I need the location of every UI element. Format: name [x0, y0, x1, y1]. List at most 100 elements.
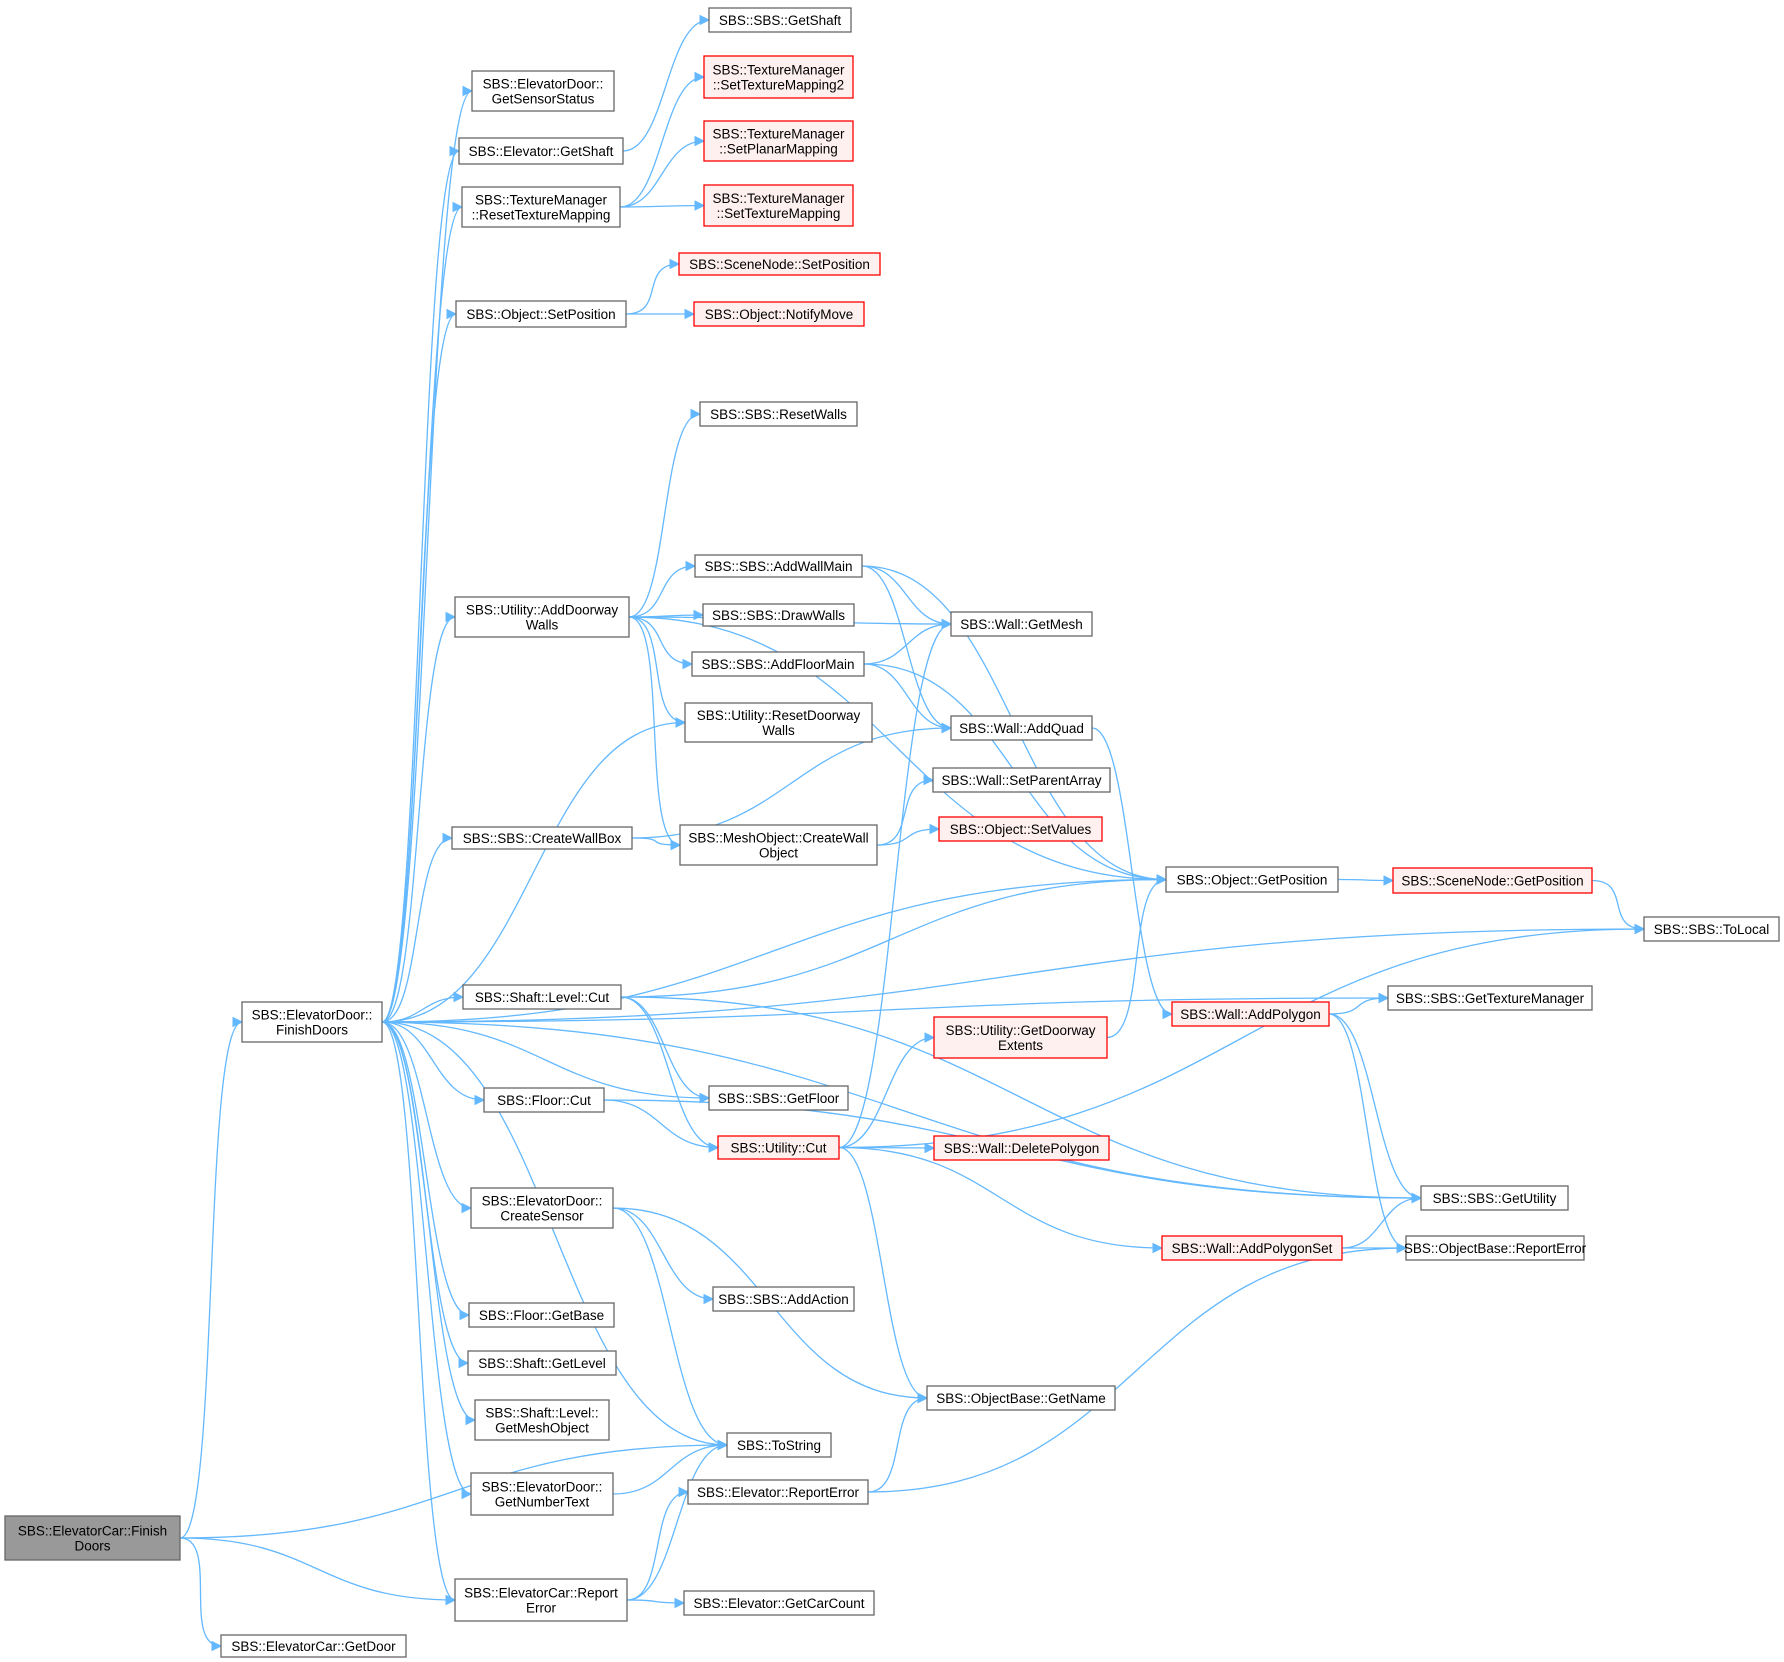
- function-node[interactable]: SBS::Wall::SetParentArray: [932, 767, 1111, 793]
- function-node[interactable]: SBS::Elevator::ReportError: [687, 1479, 869, 1505]
- edge-n2-n17: [381, 1021, 477, 1426]
- function-node[interactable]: SBS::Floor::Cut: [483, 1087, 605, 1113]
- function-node[interactable]: SBS::Shaft::Level::GetMeshObject: [474, 1399, 610, 1441]
- node-label: SBS::SceneNode::SetPosition: [689, 257, 870, 272]
- edge-arrowhead: [449, 145, 461, 157]
- function-node[interactable]: SBS::Utility::Cut: [717, 1135, 840, 1160]
- edge-arrowhead: [924, 1032, 936, 1043]
- function-node[interactable]: SBS::Object::NotifyMove: [693, 301, 865, 327]
- node-label: SBS::Elevator::ReportError: [697, 1485, 860, 1500]
- edge-n10-n28: [628, 616, 694, 670]
- edge-arrowhead: [474, 1094, 486, 1106]
- function-node[interactable]: SBS::SceneNode::GetPosition: [1392, 867, 1593, 894]
- node-label: SBS::MeshObject::CreateWall: [688, 831, 868, 846]
- edge-line: [381, 150, 460, 1023]
- function-node[interactable]: SBS::Wall::DeletePolygon: [933, 1135, 1110, 1161]
- function-node[interactable]: SBS::TextureManager::SetTextureMapping2: [703, 55, 854, 99]
- function-node[interactable]: SBS::ElevatorDoor::FinishDoors: [241, 1001, 383, 1043]
- function-node[interactable]: SBS::SBS::CreateWallBox: [451, 826, 633, 850]
- node-label: SBS::Wall::AddPolygon: [1180, 1007, 1321, 1022]
- node-label: SBS::Object::SetPosition: [466, 307, 615, 322]
- edge-line: [620, 878, 1167, 998]
- function-node[interactable]: SBS::SBS::ToLocal: [1643, 916, 1780, 942]
- function-node[interactable]: SBS::TextureManager::ResetTextureMapping: [461, 186, 621, 228]
- edge-n1-n4: [179, 1537, 457, 1606]
- node-box: [1165, 866, 1339, 893]
- node-box: [708, 1085, 849, 1111]
- function-node[interactable]: SBS::SBS::AddAction: [712, 1286, 855, 1312]
- function-node[interactable]: SBS::Floor::GetBase: [468, 1302, 615, 1328]
- node-label: SBS::Shaft::GetLevel: [478, 1356, 606, 1371]
- function-node[interactable]: SBS::Wall::AddPolygonSet: [1161, 1235, 1343, 1261]
- edge-n2-n6: [381, 85, 474, 1023]
- function-node[interactable]: SBS::SBS::GetUtility: [1420, 1185, 1569, 1211]
- node-label: SBS::SBS::GetUtility: [1433, 1191, 1557, 1206]
- edge-arrowhead: [446, 308, 458, 320]
- function-node[interactable]: SBS::SBS::GetTextureManager: [1387, 985, 1593, 1011]
- edge-arrowhead: [1152, 1242, 1164, 1254]
- node-label: SBS::SBS::AddFloorMain: [701, 657, 854, 672]
- function-node[interactable]: SBS::Wall::GetMesh: [950, 611, 1093, 637]
- edge-layer: [179, 14, 1646, 1652]
- edge-line: [838, 1146, 1163, 1249]
- node-label: SBS::ElevatorCar::Finish: [18, 1524, 167, 1539]
- edge-arrowhead: [694, 71, 706, 83]
- function-node[interactable]: SBS::ElevatorCar::ReportError: [454, 1578, 628, 1622]
- function-node[interactable]: SBS::ElevatorCar::GetDoor: [220, 1634, 407, 1658]
- function-node[interactable]: SBS::ElevatorDoor::GetNumberText: [470, 1472, 614, 1516]
- function-node[interactable]: SBS::ElevatorDoor::GetSensorStatus: [471, 70, 615, 112]
- node-label: SBS::SBS::DrawWalls: [712, 608, 845, 623]
- function-node[interactable]: SBS::SBS::ResetWalls: [699, 401, 858, 427]
- function-node[interactable]: SBS::Shaft::Level::Cut: [462, 984, 622, 1010]
- node-label: SBS::Shaft::Level::: [485, 1406, 598, 1421]
- function-node[interactable]: SBS::ElevatorCar::FinishDoors: [4, 1515, 181, 1561]
- function-node[interactable]: SBS::ObjectBase::GetName: [926, 1385, 1116, 1411]
- edge-line: [620, 996, 719, 1149]
- function-node[interactable]: SBS::SBS::AddWallMain: [694, 554, 863, 578]
- function-node[interactable]: SBS::Object::SetPosition: [455, 300, 627, 328]
- function-node[interactable]: SBS::SBS::GetShaft: [708, 7, 852, 33]
- edge-line: [179, 1444, 728, 1539]
- function-node[interactable]: SBS::TextureManager::SetTextureMapping: [703, 184, 854, 227]
- edge-arrowhead: [1396, 1242, 1408, 1254]
- edge-arrowhead: [669, 258, 681, 270]
- function-node[interactable]: SBS::Object::SetValues: [938, 816, 1103, 842]
- function-node[interactable]: SBS::ElevatorDoor::CreateSensor: [470, 1187, 614, 1229]
- function-node[interactable]: SBS::SBS::DrawWalls: [702, 603, 855, 627]
- node-label: SBS::ObjectBase::GetName: [936, 1391, 1106, 1406]
- edge-arrowhead: [1411, 1192, 1423, 1204]
- node-box: [454, 596, 630, 638]
- function-node[interactable]: SBS::Shaft::GetLevel: [467, 1350, 617, 1376]
- edge-n2-n13: [381, 1021, 486, 1106]
- edge-line: [626, 1444, 728, 1601]
- node-label: ::SetTextureMapping: [717, 206, 841, 221]
- function-node[interactable]: SBS::ObjectBase::ReportError: [1404, 1235, 1587, 1261]
- function-node[interactable]: SBS::Wall::AddQuad: [950, 715, 1093, 741]
- node-box: [932, 767, 1111, 793]
- edge-line: [381, 878, 1167, 1023]
- function-node[interactable]: SBS::Object::GetPosition: [1165, 866, 1339, 893]
- function-node[interactable]: SBS::SBS::GetFloor: [708, 1085, 849, 1111]
- function-node[interactable]: SBS::Elevator::GetShaft: [458, 137, 624, 165]
- node-label: GetNumberText: [495, 1495, 590, 1510]
- function-node[interactable]: SBS::ToString: [726, 1432, 832, 1458]
- edge-arrowhead: [703, 1293, 715, 1305]
- function-node[interactable]: SBS::TextureManager::SetPlanarMapping: [703, 120, 854, 162]
- node-box: [938, 816, 1103, 842]
- function-node[interactable]: SBS::SceneNode::SetPosition: [678, 252, 881, 276]
- edge-line: [381, 928, 1645, 1023]
- node-label: SBS::Object::SetValues: [950, 822, 1092, 837]
- edge-arrowhead: [682, 658, 694, 670]
- node-box: [950, 611, 1093, 637]
- function-node[interactable]: SBS::Elevator::GetCarCount: [683, 1590, 875, 1616]
- node-label: Extents: [998, 1038, 1043, 1053]
- node-label: SBS::ElevatorDoor::: [482, 1194, 603, 1209]
- function-node[interactable]: SBS::SBS::AddFloorMain: [691, 651, 865, 677]
- function-node[interactable]: SBS::Wall::AddPolygon: [1171, 1001, 1330, 1027]
- edge-n18-n5: [612, 1439, 729, 1495]
- node-box: [4, 1515, 181, 1561]
